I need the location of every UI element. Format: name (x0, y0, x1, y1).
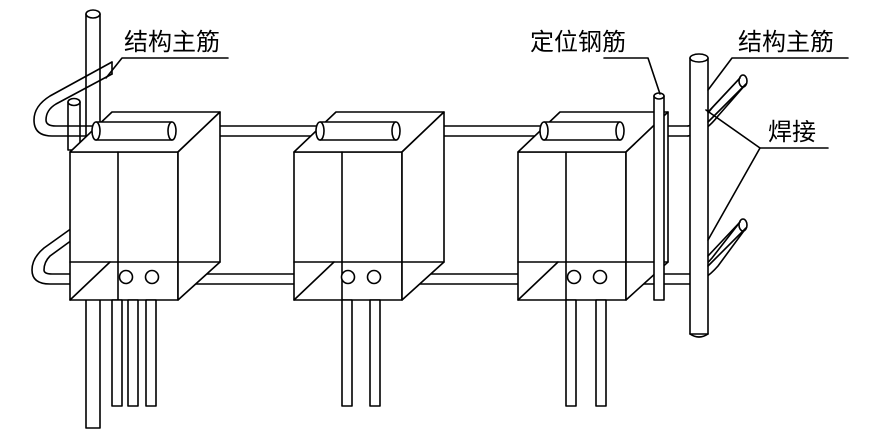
label-welding: 焊接 (768, 118, 816, 146)
label-main-bar-left: 结构主筋 (124, 28, 220, 56)
left-short-bar (67, 97, 81, 151)
right-main-bar (689, 53, 709, 338)
box-3 (517, 111, 669, 407)
positioning-bar (653, 92, 665, 301)
label-main-bar-right: 结构主筋 (738, 28, 834, 56)
leader-lines (105, 57, 849, 241)
box-2 (293, 111, 445, 407)
label-positioning-bar: 定位钢筋 (530, 28, 626, 56)
box-1 (69, 111, 221, 407)
